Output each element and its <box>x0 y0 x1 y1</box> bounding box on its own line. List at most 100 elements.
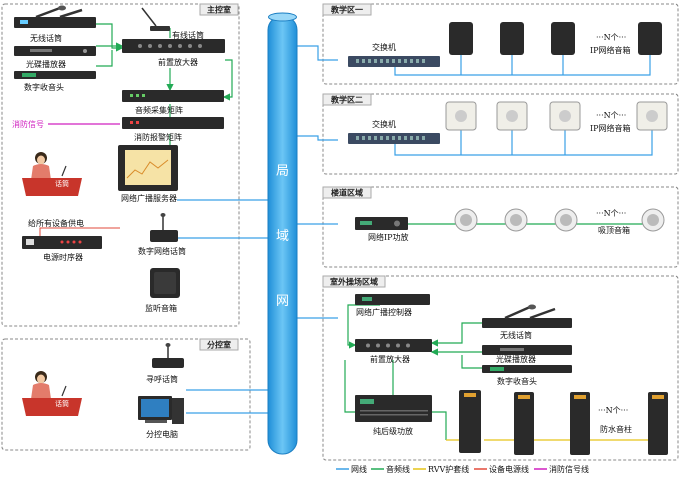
main-operator-mic-label: 话筒 <box>55 179 69 188</box>
zone4-column-speaker <box>514 392 534 455</box>
audio-lines <box>96 23 645 440</box>
zone4-title: 室外操场区域 <box>330 277 378 287</box>
legend-label: 消防信号线 <box>549 464 589 474</box>
fire-matrix-device <box>122 117 224 129</box>
zone4-controller-label: 网络广播控制器 <box>356 307 412 317</box>
main-room-title: 主控室 <box>207 5 231 15</box>
preamp-label: 前置放大器 <box>158 57 198 67</box>
zone3-title: 楼道区域 <box>331 188 363 198</box>
legend-label: RVV护套线 <box>428 464 469 474</box>
zone1-speakers-label: IP网络音箱 <box>590 45 631 55</box>
zone3-more-label: ···N个··· <box>596 209 626 218</box>
zone1-speaker <box>638 22 662 55</box>
network-lines <box>177 45 653 414</box>
zone2-speaker <box>549 101 581 131</box>
zone3-speaker <box>554 208 578 232</box>
main-operator-figure <box>22 152 82 196</box>
audio-matrix-label: 音频采集矩阵 <box>135 105 183 115</box>
sub-pc-label: 分控电脑 <box>146 429 178 439</box>
legend-label: 音频线 <box>386 464 410 474</box>
zone2-more-label: ···N个··· <box>596 111 626 120</box>
monitor-speaker-device <box>150 268 180 298</box>
zone2-frame <box>322 93 679 175</box>
zone3-speaker <box>454 208 478 232</box>
zone3-frame <box>322 186 679 268</box>
zone1-speaker <box>449 22 473 55</box>
lan-backbone: 局 域 网 <box>267 12 298 455</box>
backbone-char-3: 网 <box>276 294 289 309</box>
zone4-column-speaker <box>570 392 590 455</box>
zone4-tuner-label: 数字收音头 <box>497 376 537 386</box>
legend-label: 网线 <box>351 464 367 474</box>
sub-pc-device <box>138 396 184 424</box>
power-sequencer-device <box>22 236 102 249</box>
legend-item-power: 设备电源线 <box>474 464 529 474</box>
zone1-speaker <box>551 22 575 55</box>
zone4-column-speakers <box>459 390 668 455</box>
zone1-title: 教学区一 <box>330 5 363 15</box>
zone2-switch-label: 交换机 <box>372 119 396 129</box>
zone1-switch-label: 交换机 <box>372 42 396 52</box>
zone4-cd-player-label: 光碟播放器 <box>496 354 536 364</box>
wired-mic-device <box>141 7 170 31</box>
zone4-amp-label: 纯后级功放 <box>373 426 413 436</box>
zone4-amp-device <box>355 395 432 422</box>
zone3-speakers-label: 吸顶音箱 <box>598 225 630 235</box>
zone4-controller-device <box>355 294 430 305</box>
wired-mic-label: 有线话筒 <box>172 30 204 40</box>
power-lines <box>39 227 120 236</box>
backbone-char-1: 局 <box>276 164 289 179</box>
digital-tuner-device <box>14 71 96 79</box>
digital-tuner-label: 数字收音头 <box>24 82 64 92</box>
monitor-speaker-label: 监听音箱 <box>145 303 177 313</box>
preamp-device <box>122 39 225 53</box>
zone4-wireless-mic-device <box>482 304 572 328</box>
sub-room-frame <box>1 338 251 451</box>
zone4-preamp-device <box>355 339 432 352</box>
zone3-speaker <box>641 208 665 232</box>
audio-matrix-device <box>122 90 224 102</box>
legend-item-rvv: RVV护套线 <box>413 464 469 474</box>
sub-operator-mic-label: 话筒 <box>55 399 69 408</box>
zone4-column-speaker <box>459 390 481 453</box>
zone4-column-speaker <box>648 392 668 455</box>
digital-network-mic-device <box>150 213 178 242</box>
zone2-speaker <box>445 101 477 131</box>
zone3-amp-label: 网络IP功放 <box>368 232 409 242</box>
cd-player-label: 光碟播放器 <box>26 59 66 69</box>
zone1-speaker <box>500 22 524 55</box>
broadcast-server-label: 网络广播服务器 <box>121 193 177 203</box>
backbone-char-2: 域 <box>276 229 289 244</box>
zone4-cd-player-device <box>482 345 572 355</box>
zone3-amp-device <box>355 217 408 230</box>
zone4-more-label: ···N个··· <box>598 406 628 415</box>
paging-mic-device <box>152 343 184 368</box>
sub-room-title: 分控室 <box>207 340 231 350</box>
zone2-ip-speakers <box>445 101 668 131</box>
zone2-speaker <box>636 101 668 131</box>
fire-matrix-label: 消防报警矩阵 <box>134 132 182 142</box>
power-all-label: 给所有设备供电 <box>28 218 84 228</box>
sub-operator-figure <box>22 371 82 416</box>
zone4-preamp-label: 前置放大器 <box>370 354 410 364</box>
zone4-frame <box>322 275 679 461</box>
zone4-columns-label: 防水音柱 <box>600 424 632 434</box>
zone3-speaker <box>504 208 528 232</box>
zone4-tuner-device <box>482 365 572 373</box>
fire-signal-label: 消防信号 <box>12 119 44 129</box>
broadcast-server-device <box>118 145 178 191</box>
zone1-more-label: ···N个··· <box>596 33 626 42</box>
wireless-mic-device <box>14 5 96 28</box>
zone2-speakers-label: IP网络音箱 <box>590 123 631 133</box>
wireless-mic-label: 无线话筒 <box>30 33 62 43</box>
zone1-switch-device <box>348 56 440 67</box>
cd-player-device <box>14 46 96 56</box>
paging-mic-label: 寻呼话筒 <box>146 374 178 384</box>
zone2-title: 教学区二 <box>330 95 363 105</box>
zone3-ceiling-speakers <box>454 208 665 232</box>
legend: 网线 音频线 RVV护套线 设备电源线 消防信号线 <box>336 464 589 474</box>
legend-item-fire: 消防信号线 <box>534 464 589 474</box>
legend-item-network: 网线 <box>336 464 367 474</box>
